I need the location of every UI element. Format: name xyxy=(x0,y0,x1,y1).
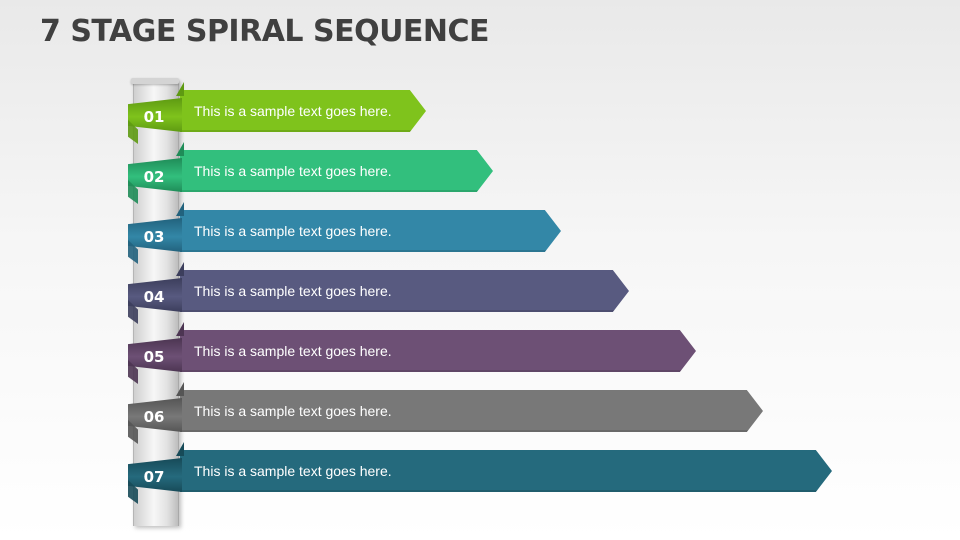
stage-6-tab-fold xyxy=(128,420,138,444)
stage-3-tab xyxy=(128,218,182,252)
stage-4-wrap xyxy=(176,262,184,276)
stage-6-text: This is a sample text goes here. xyxy=(194,403,392,419)
stage-4-number: 04 xyxy=(143,288,165,306)
stage-1-arrow xyxy=(180,90,426,132)
stage-4-tab-fold xyxy=(128,300,138,324)
stage-4: 04 This is a sample text goes here. xyxy=(0,260,960,324)
stage-4-arrow xyxy=(180,270,629,312)
stage-6-number: 06 xyxy=(143,408,165,426)
stage-1-tab-fold xyxy=(128,120,138,144)
stage-3-text: This is a sample text goes here. xyxy=(194,223,392,239)
stage-2: 02 This is a sample text goes here. xyxy=(0,140,960,204)
stage-5-tab-fold xyxy=(128,360,138,384)
stage-5: 05 This is a sample text goes here. xyxy=(0,320,960,384)
slide-title: 7 STAGE SPIRAL SEQUENCE xyxy=(40,14,490,49)
stage-1-number: 01 xyxy=(143,108,165,126)
stage-4-tab xyxy=(128,278,182,312)
stage-4-text: This is a sample text goes here. xyxy=(194,283,392,299)
stage-3: 03 This is a sample text goes here. xyxy=(0,200,960,264)
stage-7: 07 This is a sample text goes here. xyxy=(0,440,960,504)
stage-3-wrap xyxy=(176,202,184,216)
stage-2-number: 02 xyxy=(143,168,165,186)
stage-7-wrap xyxy=(176,442,184,456)
stage-2-wrap xyxy=(176,142,184,156)
stage-7-tab-fold xyxy=(128,480,138,504)
stage-1-text: This is a sample text goes here. xyxy=(194,103,392,119)
stage-6-wrap xyxy=(176,382,184,396)
stage-6-arrow xyxy=(180,390,763,432)
stage-3-number: 03 xyxy=(143,228,165,246)
stage-7-tab xyxy=(128,458,182,492)
stage-6: 06 This is a sample text goes here. xyxy=(0,380,960,444)
stage-1-wrap xyxy=(176,82,184,96)
pole-cap xyxy=(131,78,179,84)
stage-7-number: 07 xyxy=(143,468,165,486)
stage-2-arrow xyxy=(180,150,493,192)
stage-7-arrow xyxy=(180,450,832,492)
stage-5-number: 05 xyxy=(143,348,165,366)
stage-5-text: This is a sample text goes here. xyxy=(194,343,392,359)
stage-2-tab xyxy=(128,158,182,192)
stage-3-tab-fold xyxy=(128,240,138,264)
stage-1: 01 This is a sample text goes here. xyxy=(0,80,960,144)
stage-5-tab xyxy=(128,338,182,372)
stage-7-text: This is a sample text goes here. xyxy=(194,463,392,479)
stage-5-wrap xyxy=(176,322,184,336)
stage-2-text: This is a sample text goes here. xyxy=(194,163,392,179)
stage-3-arrow xyxy=(180,210,561,252)
stage-5-arrow xyxy=(180,330,696,372)
stage-6-tab xyxy=(128,398,182,432)
stage-1-tab xyxy=(128,98,182,132)
stage-2-tab-fold xyxy=(128,180,138,204)
